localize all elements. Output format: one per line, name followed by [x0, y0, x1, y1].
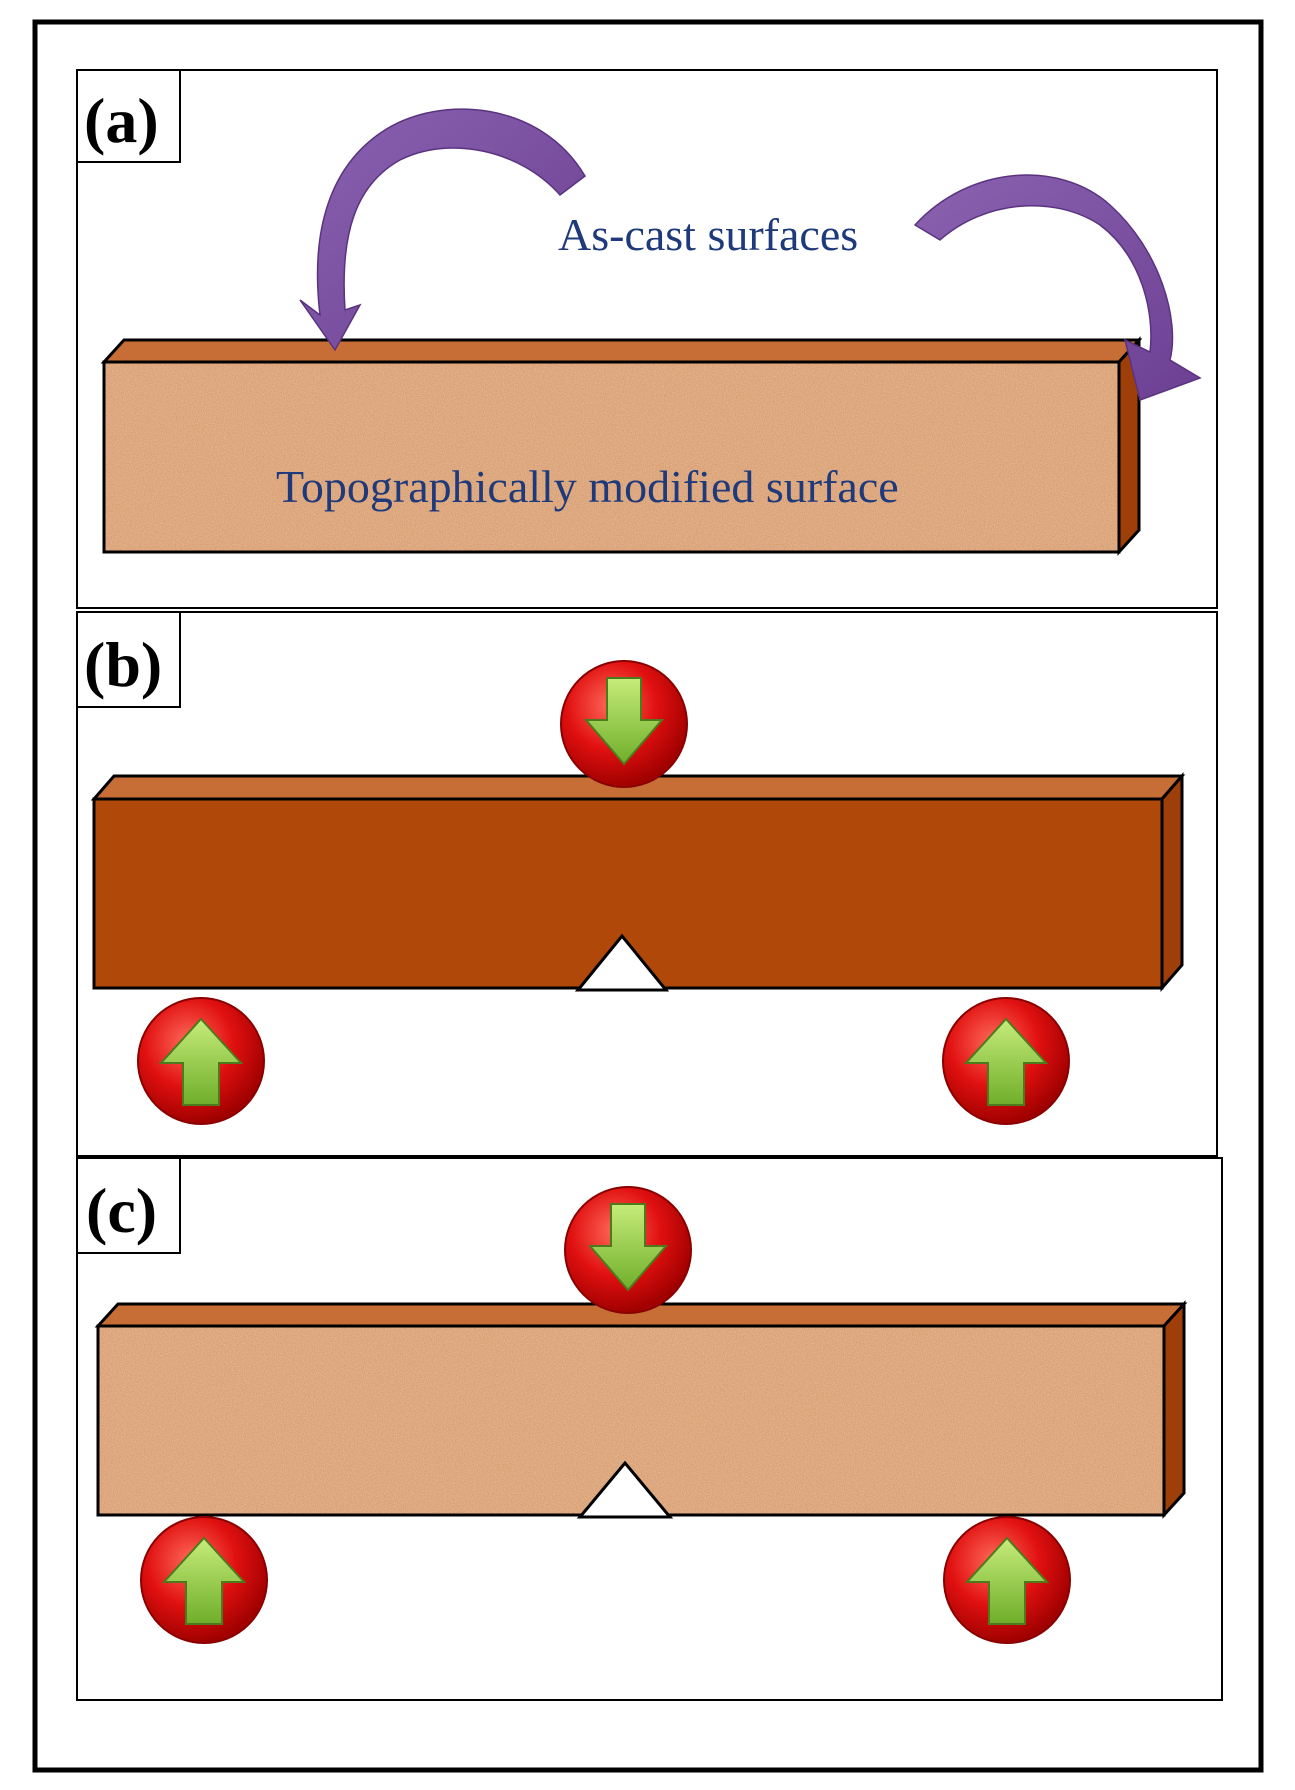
- beam-b: [90, 771, 1186, 993]
- notch-b: [574, 933, 670, 992]
- beam-a-front-face: [104, 362, 1119, 552]
- panel-b-label: (b): [84, 629, 162, 700]
- beam-a: [100, 336, 1143, 556]
- panel-a: (a) As-cast surfaces Topographically mod…: [76, 69, 1218, 609]
- down-arrow-load-icon: [564, 1186, 692, 1314]
- as-cast-surfaces-text: As-cast surfaces: [558, 209, 858, 260]
- beam-c: [94, 1300, 1188, 1519]
- panel-b-label-box: [76, 611, 181, 708]
- up-arrow-support-icon: [942, 997, 1070, 1125]
- panel-c-label-box: [76, 1157, 181, 1254]
- panel-b: (b): [76, 611, 1218, 1157]
- beam-a-top-face: [100, 338, 1143, 364]
- beam-b-side-face: [1160, 771, 1184, 993]
- panel-c: (c): [76, 1157, 1223, 1701]
- up-arrow-support-icon: [943, 1516, 1071, 1644]
- notch-c: [576, 1460, 674, 1519]
- panel-a-label-box: [76, 69, 181, 163]
- down-arrow-load-icon: [560, 660, 688, 788]
- curved-arrow-icon: [913, 174, 1202, 401]
- panel-a-label: (a): [84, 85, 159, 156]
- beam-c-side-face: [1162, 1300, 1186, 1519]
- panel-c-label: (c): [86, 1175, 157, 1246]
- topographically-modified-surface-text: Topographically modified surface: [276, 461, 899, 512]
- up-arrow-support-icon: [140, 1516, 268, 1644]
- curved-arrow-icon: [299, 108, 586, 352]
- up-arrow-support-icon: [137, 997, 265, 1125]
